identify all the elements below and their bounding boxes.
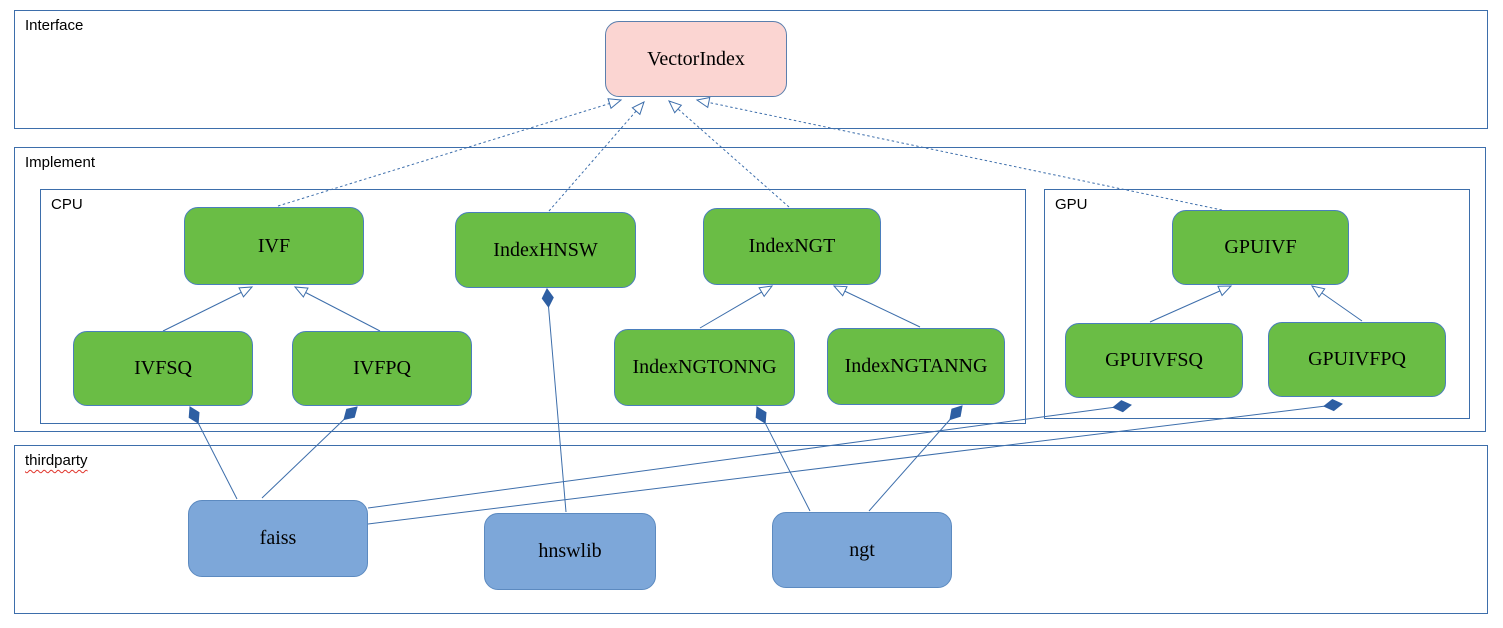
node-indexngtonng[interactable]: IndexNGTONNG [614, 329, 795, 406]
node-ivfpq[interactable]: IVFPQ [292, 331, 472, 406]
node-indexhnsw[interactable]: IndexHNSW [455, 212, 636, 288]
container-thirdparty-label: thirdparty [25, 452, 88, 469]
node-faiss[interactable]: faiss [188, 500, 368, 577]
node-ivfsq[interactable]: IVFSQ [73, 331, 253, 406]
container-gpu-label: GPU [1055, 196, 1088, 213]
node-gpuivfpq[interactable]: GPUIVFPQ [1268, 322, 1446, 397]
node-indexngtonng-label: IndexNGTONNG [632, 356, 777, 378]
node-hnswlib[interactable]: hnswlib [484, 513, 656, 590]
node-ivfpq-label: IVFPQ [353, 357, 411, 379]
node-vectorindex-label: VectorIndex [647, 47, 745, 70]
node-indexngtanng[interactable]: IndexNGTANNG [827, 328, 1005, 405]
node-gpuivf-label: GPUIVF [1224, 236, 1297, 258]
node-faiss-label: faiss [259, 527, 297, 549]
node-gpuivfsq[interactable]: GPUIVFSQ [1065, 323, 1243, 398]
node-ivf[interactable]: IVF [184, 207, 364, 285]
node-ngt-label: ngt [849, 538, 875, 561]
node-indexngt-label: IndexNGT [748, 235, 836, 257]
node-hnswlib-label: hnswlib [538, 540, 602, 562]
node-vectorindex[interactable]: VectorIndex [605, 21, 787, 97]
node-ivfsq-label: IVFSQ [134, 357, 192, 379]
node-indexngt[interactable]: IndexNGT [703, 208, 881, 285]
node-gpuivf[interactable]: GPUIVF [1172, 210, 1349, 285]
container-implement-label: Implement [25, 154, 96, 171]
node-indexhnsw-label: IndexHNSW [493, 238, 598, 261]
node-indexngtanng-label: IndexNGTANNG [844, 355, 988, 377]
container-cpu-label: CPU [51, 196, 83, 213]
node-ivf-label: IVF [257, 234, 291, 257]
container-interface-label: Interface [25, 17, 84, 34]
node-ngt[interactable]: ngt [772, 512, 952, 588]
node-gpuivfsq-label: GPUIVFSQ [1105, 349, 1203, 371]
node-gpuivfpq-label: GPUIVFPQ [1308, 348, 1406, 370]
